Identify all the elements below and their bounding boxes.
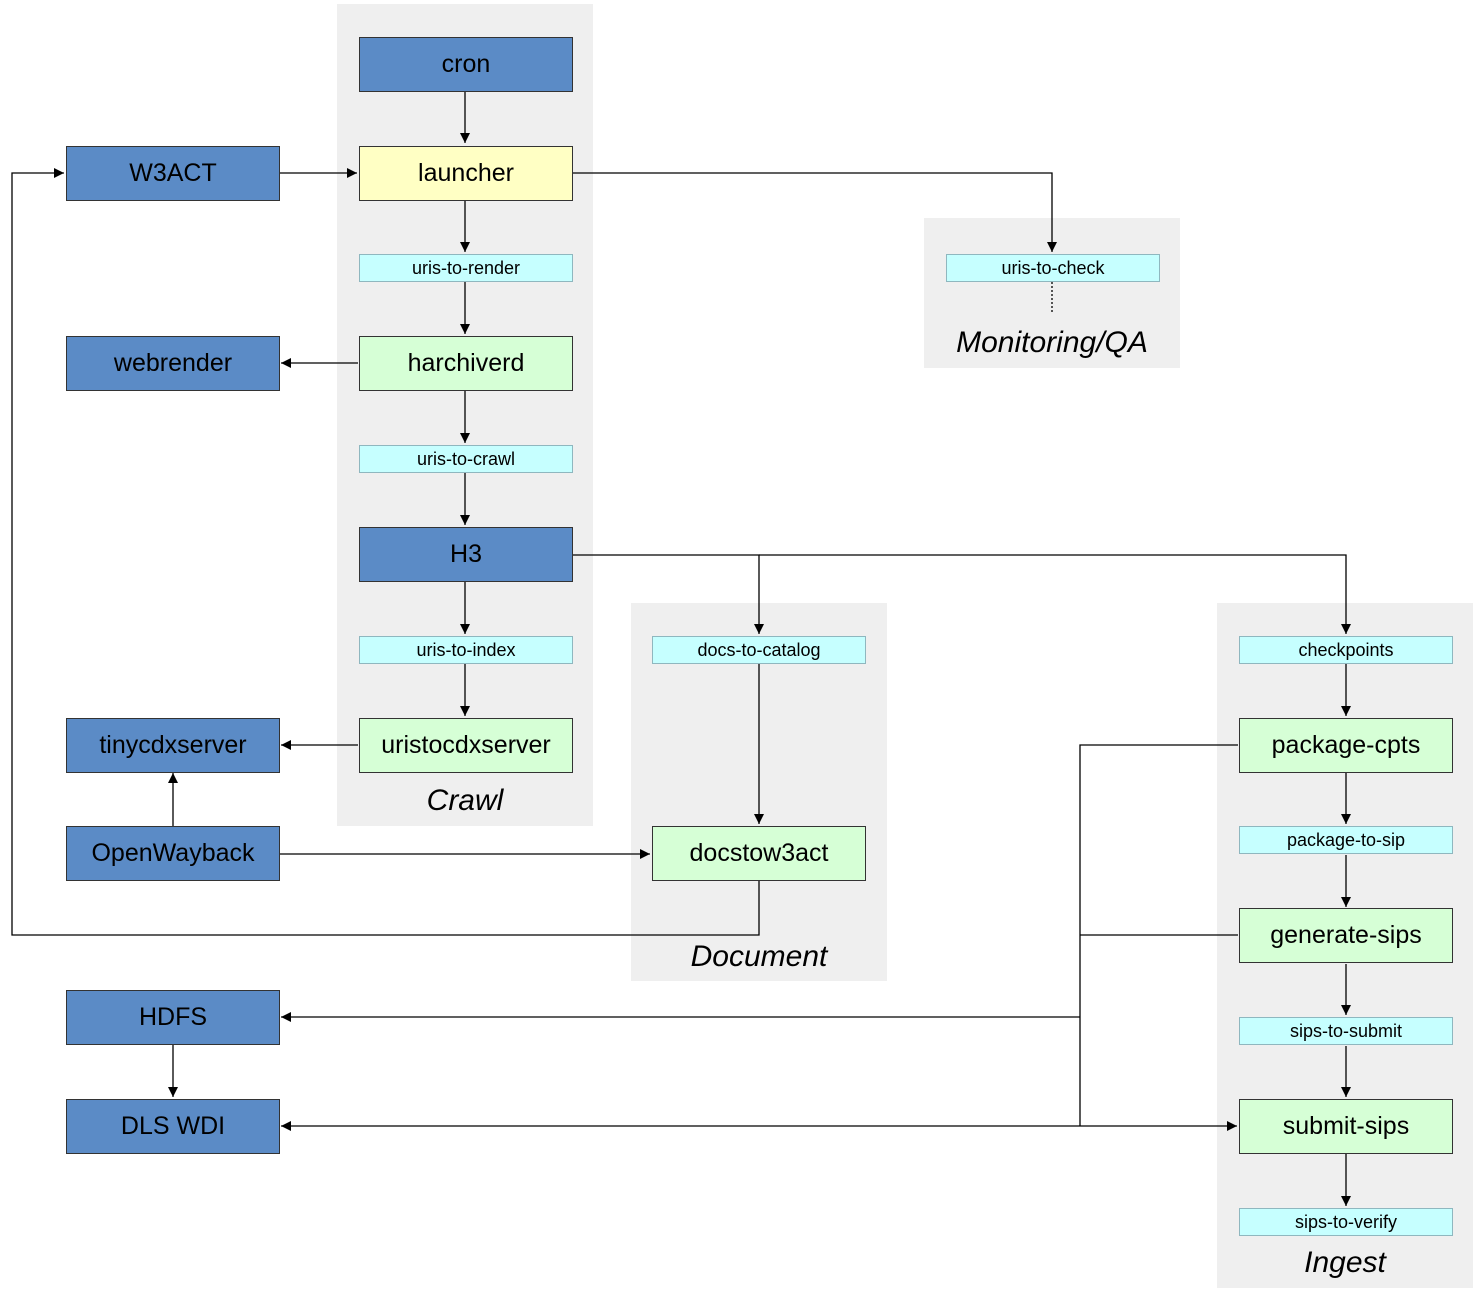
node-harchiverd: harchiverd xyxy=(359,336,573,391)
node-hdfs: HDFS xyxy=(66,990,280,1045)
node-openwayback: OpenWayback xyxy=(66,826,280,881)
edge-docstow3act-w3act xyxy=(11,168,760,936)
node-cron: cron xyxy=(359,37,573,92)
group-label-monitoring-qa: Monitoring/QA xyxy=(956,326,1148,359)
queue-package-to-sip: package-to-sip xyxy=(1239,826,1453,854)
node-tinycdxserver: tinycdxserver xyxy=(66,718,280,773)
node-generate-sips: generate-sips xyxy=(1239,908,1453,963)
queue-uris-to-index: uris-to-index xyxy=(359,636,573,664)
queue-sips-to-verify: sips-to-verify xyxy=(1239,1208,1453,1236)
queue-sips-to-submit: sips-to-submit xyxy=(1239,1017,1453,1045)
node-submit-sips: submit-sips xyxy=(1239,1099,1453,1154)
group-label-ingest: Ingest xyxy=(1304,1246,1386,1279)
edge-launcher-uris-to-check xyxy=(573,172,1057,252)
group-label-document: Document xyxy=(690,940,828,973)
queue-docs-to-catalog: docs-to-catalog xyxy=(652,636,866,664)
node-docstow3act: docstow3act xyxy=(652,826,866,881)
node-package-cpts: package-cpts xyxy=(1239,718,1453,773)
node-launcher: launcher xyxy=(359,146,573,201)
edge-package-cpts-bus xyxy=(1079,744,1238,1126)
node-dls-wdi: DLS WDI xyxy=(66,1099,280,1154)
node-h3: H3 xyxy=(359,527,573,582)
node-w3act: W3ACT xyxy=(66,146,280,201)
edge-h3-docs-to-catalog xyxy=(573,554,764,634)
node-uristocdxserver: uristocdxserver xyxy=(359,718,573,773)
queue-uris-to-crawl: uris-to-crawl xyxy=(359,445,573,473)
queue-uris-to-render: uris-to-render xyxy=(359,254,573,282)
group-label-crawl: Crawl xyxy=(426,784,504,817)
node-webrender: webrender xyxy=(66,336,280,391)
queue-checkpoints: checkpoints xyxy=(1239,636,1453,664)
edge-h3-checkpoints xyxy=(759,554,1351,634)
queue-uris-to-check: uris-to-check xyxy=(946,254,1160,282)
